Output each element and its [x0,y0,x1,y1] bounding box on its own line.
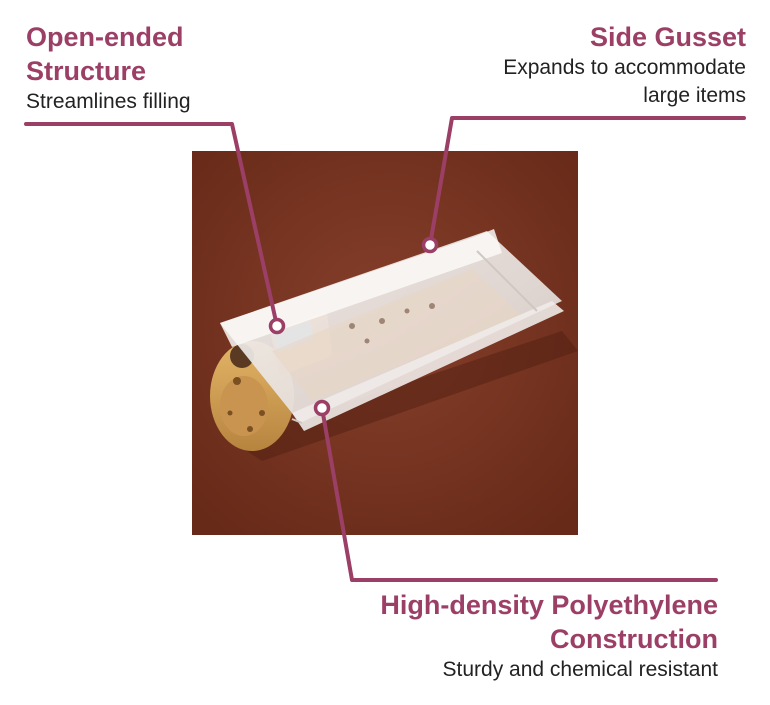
callout-side-gusset-title: Side Gusset [589,22,746,52]
callout-hdpe-description: Sturdy and chemical resistant [442,658,718,681]
callout-side-gusset: Side Gusset Expands to accommodate large… [386,20,746,110]
product-photo-illustration [192,151,578,535]
callout-open-ended-description: Streamlines filling [26,90,191,113]
callout-side-gusset-description-line1: Expands to accommodate [503,56,746,79]
callout-hdpe-title-line1: High-density Polyethylene [380,590,718,620]
callout-open-ended: Open-ended Structure Streamlines filling [26,20,346,116]
callout-open-ended-title-line1: Open-ended [26,22,184,52]
callout-side-gusset-description-line2: large items [643,84,746,107]
callout-open-ended-title-line2: Structure [26,56,147,86]
callout-hdpe: High-density Polyethylene Construction S… [298,588,718,684]
product-photo [192,151,578,535]
callout-hdpe-title-line2: Construction [550,624,718,654]
side-gusset [220,229,502,347]
